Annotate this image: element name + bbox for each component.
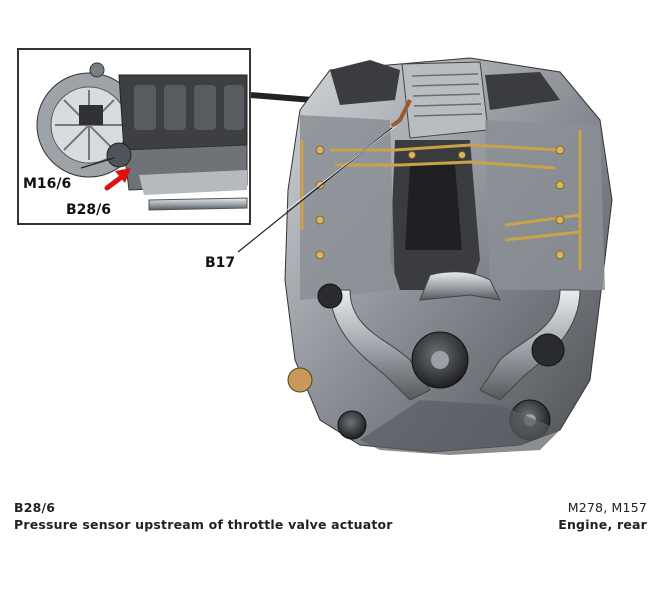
leader-line-m16-6 — [80, 157, 115, 169]
red-arrow-icon — [104, 168, 131, 191]
caption-code: B28/6 — [14, 500, 56, 515]
caption-description: Pressure sensor upstream of throttle val… — [14, 517, 393, 532]
inset-detail — [17, 48, 251, 225]
inset-illustration — [36, 62, 248, 211]
engine-illustration — [235, 57, 613, 455]
label-b28-6: B28/6 — [66, 202, 112, 218]
label-b17: B17 — [205, 255, 236, 271]
engine-diagram: M16/6 B28/6 B17 — [17, 48, 613, 455]
caption-view: Engine, rear — [558, 517, 647, 532]
label-m16-6: M16/6 — [23, 176, 72, 192]
caption-models: M278, M157 — [567, 500, 647, 515]
engine-block — [284, 57, 613, 455]
